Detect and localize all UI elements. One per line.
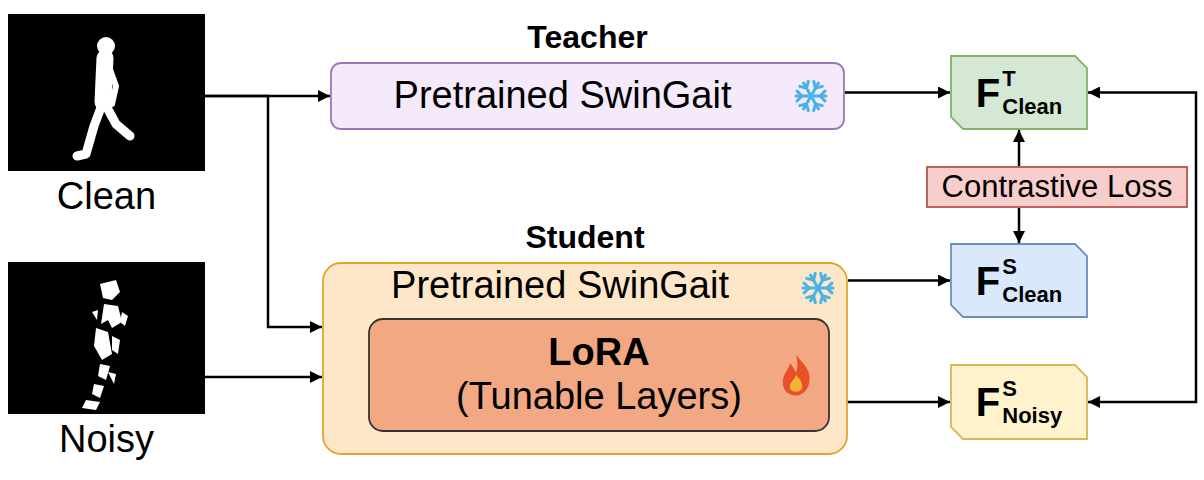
feature-box: FS Noisy [950,364,1088,440]
box-shape [927,167,1187,207]
feature-superscript: S [1002,377,1062,400]
loss-box: Contrastive Loss [926,166,1188,208]
branch-heading: Student [525,219,644,256]
feature-symbol: FS Clean [976,255,1062,305]
image-caption: Noisy [59,418,154,462]
silhouette [77,58,130,156]
connector [205,376,322,379]
connector [830,401,950,404]
feature-symbol: FS Noisy [976,377,1062,427]
feature-symbol: FT Clean [976,67,1062,117]
feature-subscript: Noisy [1002,404,1062,427]
image-frame [8,262,205,414]
feature-letter: F [976,382,1000,422]
lora-module: LoRA(Tunable Layers) [368,318,830,432]
connector [1018,130,1021,166]
feature-superscript: S [1002,255,1062,278]
box-shape [369,319,829,431]
feature-box: FS Clean [950,243,1088,318]
feature-superscript: T [1002,67,1062,90]
snowflake-icon [796,81,826,112]
box-outline [950,364,1088,440]
box-shape [323,263,847,454]
module-label: Pretrained SwinGait [391,264,729,308]
feature-shape [951,56,1087,129]
input-image: Clean [8,14,205,171]
teacher-encoder: TeacherPretrained SwinGait [330,62,845,130]
feature-letter: F [976,261,1000,301]
box-label: (Tunable Layers) [456,375,742,419]
feature-shape [951,244,1087,317]
feature-indices: S Clean [1002,255,1062,305]
flame-icon [783,355,810,396]
box-outline [950,55,1088,130]
feature-subscript: Clean [1002,283,1062,306]
box-shape [331,63,844,129]
feature-indices: S Noisy [1002,377,1062,427]
student-encoder: LoRA(Tunable Layers)StudentPretrained Sw… [322,262,848,455]
box-label: LoRA [548,331,649,375]
feature-subscript: Clean [1002,95,1062,118]
connector [848,279,950,282]
branch-heading: Teacher [527,19,647,56]
input-image: Noisy [8,262,205,414]
image-frame [8,14,205,171]
box-outline [8,14,205,171]
image-caption: Clean [57,175,156,219]
box-outline [950,243,1088,318]
connector [845,91,950,94]
connector [1088,93,1196,403]
feature-letter: F [976,73,1000,113]
snowflake-icon [803,273,833,304]
module-label: Pretrained SwinGait [394,74,732,118]
feature-indices: T Clean [1002,67,1062,117]
feature-box: FT Clean [950,55,1088,130]
box-outline [8,262,205,414]
connector [1018,208,1021,243]
box-label: Contrastive Loss [942,169,1173,205]
feature-shape [951,365,1087,439]
noisy-silhouette [82,280,128,410]
connector [205,96,322,327]
